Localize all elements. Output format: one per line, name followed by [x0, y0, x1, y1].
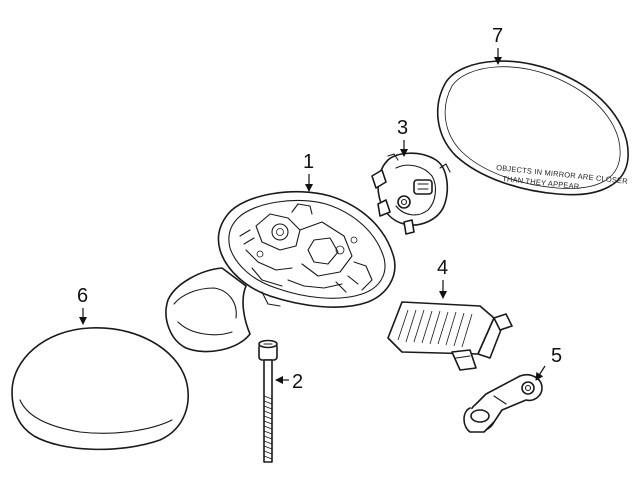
callout-2: 2: [275, 371, 303, 393]
callout-5: 5: [535, 345, 562, 381]
callout-4: 4: [437, 257, 448, 299]
callout-7: 7: [492, 25, 503, 65]
callout-number: 5: [551, 345, 562, 367]
callout-number: 4: [437, 257, 448, 279]
callout-3: 3: [397, 117, 408, 157]
mirror-cover-cap: [11, 327, 189, 451]
mounting-screw: [258, 339, 278, 463]
callout-number: 6: [77, 285, 88, 307]
mirror-control-module: [387, 301, 513, 371]
callout-1: 1: [303, 151, 314, 192]
mirror-bracket-clip: [463, 373, 543, 433]
callout-number: 2: [292, 371, 303, 393]
callout-number: 7: [492, 25, 503, 47]
callout-6: 6: [77, 285, 88, 325]
mirror-actuator-motor: [371, 152, 451, 235]
callout-number: 3: [397, 117, 408, 139]
mirror-housing-assembly: [165, 190, 396, 353]
callout-number: 1: [303, 151, 314, 173]
mirror-glass: OBJECTS IN MIRROR ARE CLOSER THAN THEY A…: [436, 60, 629, 196]
